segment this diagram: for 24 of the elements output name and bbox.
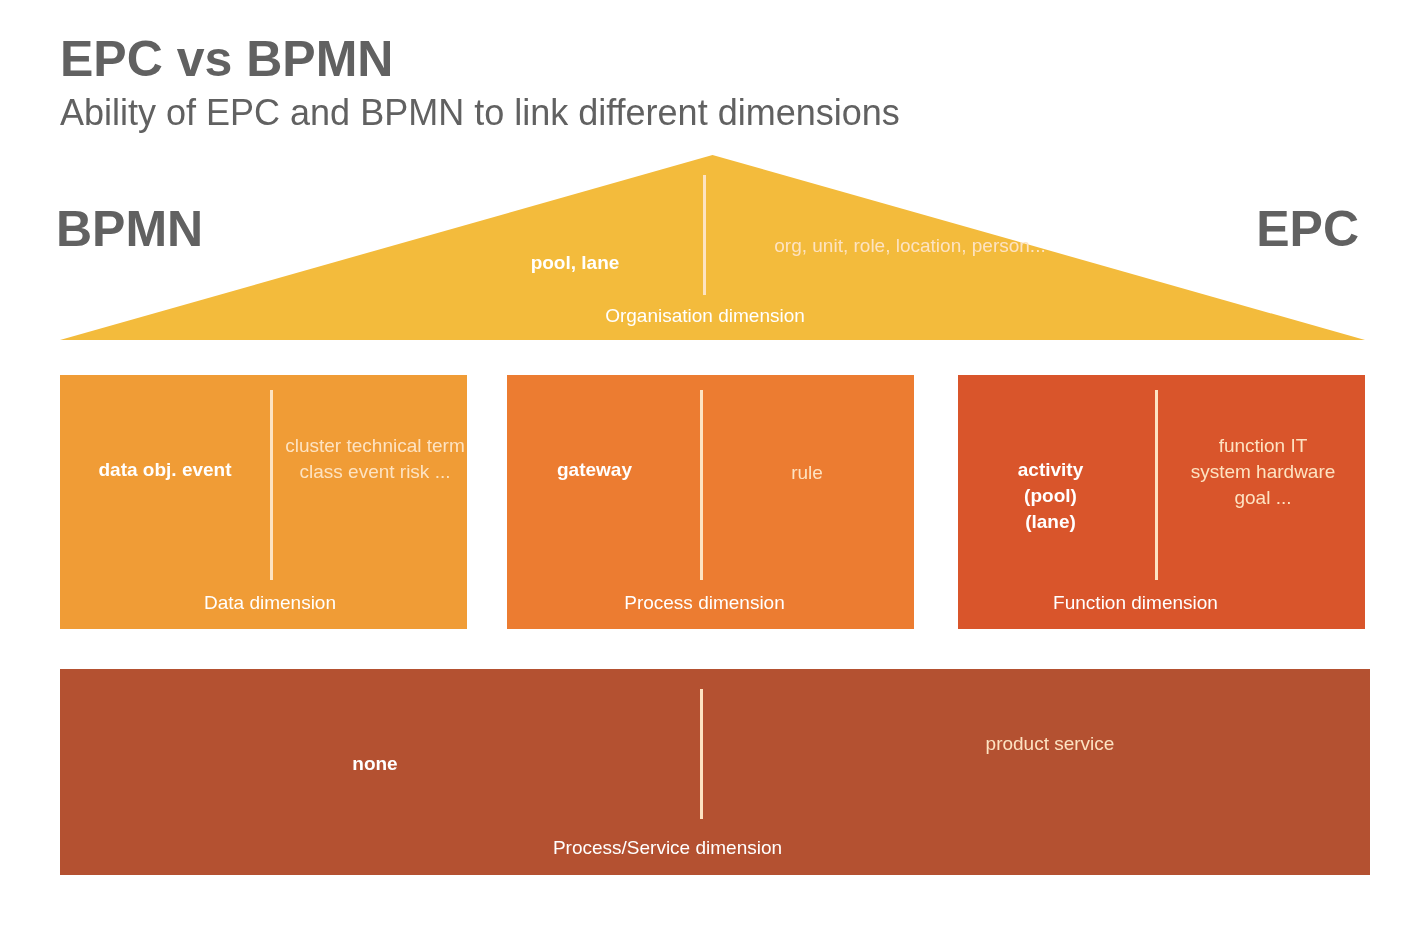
epc-element-list: function IT system hardware goal ... [1188, 433, 1338, 511]
epc-element-list: rule [727, 460, 887, 486]
roof-triangle [60, 155, 1365, 340]
dimension-band [60, 669, 1370, 875]
bpmn-element-list: pool, lane [440, 250, 710, 276]
bpmn-element-list: none [250, 751, 500, 777]
subtitle: Ability of EPC and BPMN to link different dimensions [60, 92, 900, 134]
epc-element-list: cluster technical term class event risk ... [285, 433, 465, 485]
dimension-label: Function dimension [1052, 591, 1219, 615]
epc-element-list: org, unit, role, location, person... [760, 233, 1060, 259]
dimension-label: Organisation dimension [604, 304, 806, 328]
side-heading: EPC [1256, 200, 1359, 258]
title: EPC vs BPMN [60, 30, 394, 88]
dimension-label: Process/Service dimension [551, 836, 784, 860]
side-heading: BPMN [56, 200, 204, 258]
bpmn-element-list: gateway [522, 457, 667, 483]
bpmn-element-list: data obj. event [80, 457, 250, 483]
dimension-box [958, 375, 1365, 629]
dimension-box [60, 375, 467, 629]
dimension-label: Data dimension [203, 591, 337, 615]
dimension-label: Process dimension [623, 591, 786, 615]
epc-element-list: product service [950, 731, 1150, 757]
dimension-box [507, 375, 914, 629]
bpmn-element-list: activity (pool) (lane) [998, 457, 1103, 535]
